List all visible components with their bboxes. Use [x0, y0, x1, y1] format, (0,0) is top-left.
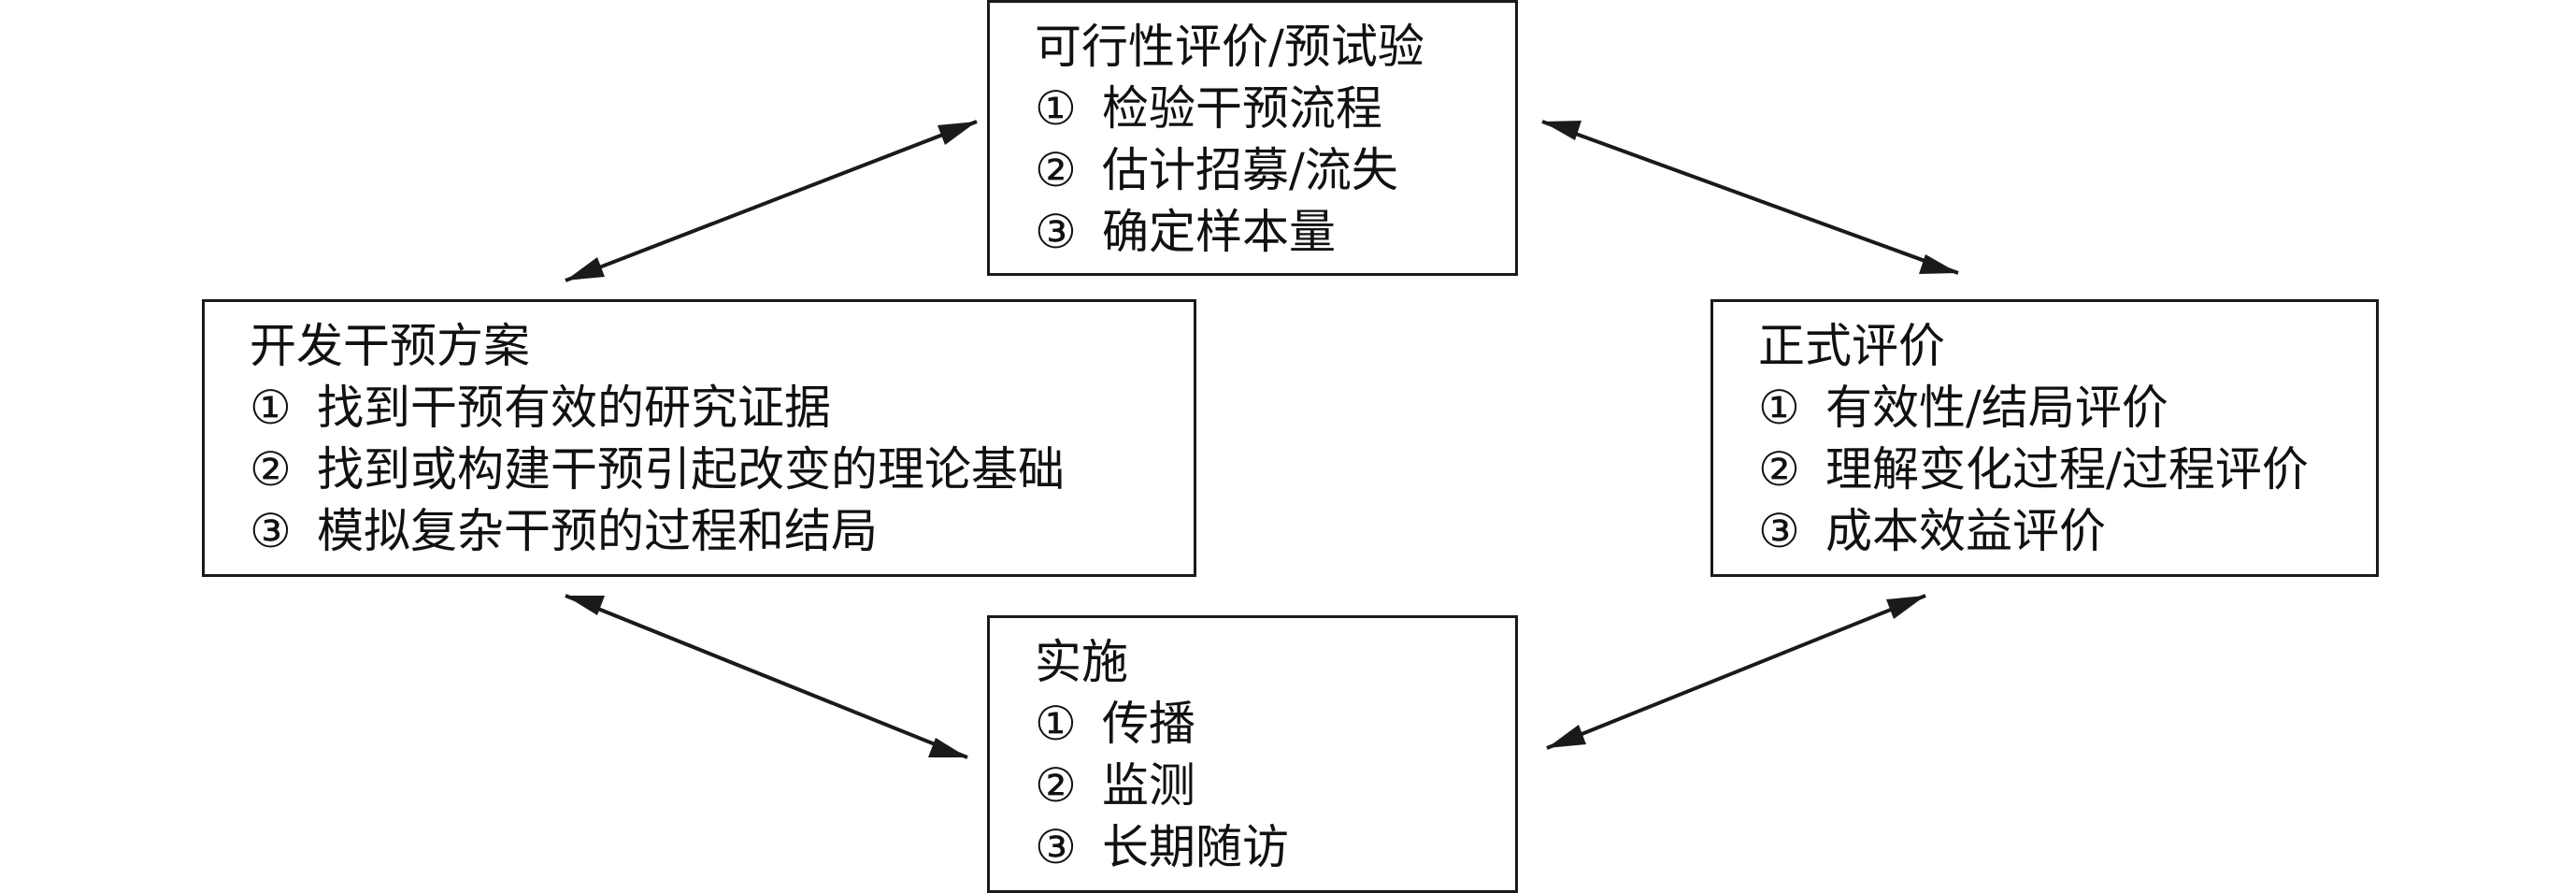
item-text: 找到或构建干预引起改变的理论基础	[317, 442, 1065, 497]
item-text: 传播	[1102, 697, 1195, 751]
item-number: ①	[1758, 381, 1800, 435]
item-text: 成本效益评价	[1825, 504, 2106, 558]
box-title: 可行性评价/预试验	[1035, 20, 1424, 74]
box-title: 开发干预方案	[250, 319, 530, 373]
item-number: ②	[1758, 442, 1800, 497]
arrowhead	[937, 122, 977, 145]
list-item: ① 有效性/结局评价	[1758, 377, 2376, 439]
list-item: ① 传播	[1035, 693, 1515, 755]
box-title: 实施	[1035, 635, 1128, 689]
list-item: ② 找到或构建干预引起改变的理论基础	[250, 439, 1194, 500]
item-number: ②	[250, 442, 292, 497]
arrowhead	[1542, 121, 1581, 140]
item-number: ①	[250, 381, 292, 435]
item-number: ①	[1035, 81, 1077, 136]
box-feasibility-pilot: 可行性评价/预试验 ① 检验干预流程 ② 估计招募/流失 ③ 确定样本量	[987, 0, 1518, 276]
list-item: ③ 确定样本量	[1035, 201, 1515, 263]
item-text: 监测	[1102, 758, 1195, 813]
item-text: 模拟复杂干预的过程和结局	[317, 504, 878, 558]
item-text: 检验干预流程	[1102, 81, 1382, 136]
item-number: ②	[1035, 758, 1077, 813]
arrow-pilot-evaluate	[1541, 120, 1959, 275]
list-item: ② 理解变化过程/过程评价	[1758, 439, 2376, 500]
item-number: ①	[1035, 697, 1077, 751]
item-number: ③	[1035, 820, 1077, 874]
list-item: ③ 长期随访	[1035, 816, 1515, 878]
list-item: ③ 成本效益评价	[1758, 500, 2376, 562]
item-number: ③	[1758, 504, 1800, 558]
arrowhead	[1886, 596, 1925, 619]
arrowhead	[1547, 725, 1586, 748]
item-text: 长期随访	[1102, 820, 1289, 874]
arrowhead	[565, 257, 605, 281]
item-text: 确定样本量	[1102, 205, 1336, 259]
list-item: ① 检验干预流程	[1035, 78, 1515, 139]
item-text: 找到干预有效的研究证据	[317, 381, 831, 435]
list-item: ③ 模拟复杂干预的过程和结局	[250, 500, 1194, 562]
arrowhead	[928, 738, 967, 757]
arrowhead	[1919, 254, 1958, 274]
item-number: ③	[250, 504, 292, 558]
box-formal-evaluation: 正式评价 ① 有效性/结局评价 ② 理解变化过程/过程评价 ③ 成本效益评价	[1710, 299, 2379, 577]
arrow-implement-evaluate	[1546, 594, 1926, 750]
arrow-develop-pilot	[565, 120, 978, 282]
arrowhead	[565, 596, 605, 615]
item-number: ③	[1035, 205, 1077, 259]
list-item: ① 找到干预有效的研究证据	[250, 377, 1194, 439]
item-text: 有效性/结局评价	[1825, 381, 2168, 435]
item-text: 理解变化过程/过程评价	[1825, 442, 2309, 497]
arrow-develop-implement	[565, 594, 968, 759]
list-item: ② 估计招募/流失	[1035, 139, 1515, 201]
box-title: 正式评价	[1758, 319, 1945, 373]
item-text: 估计招募/流失	[1102, 143, 1398, 197]
box-implementation: 实施 ① 传播 ② 监测 ③ 长期随访	[987, 615, 1518, 893]
list-item: ② 监测	[1035, 755, 1515, 816]
item-number: ②	[1035, 143, 1077, 197]
